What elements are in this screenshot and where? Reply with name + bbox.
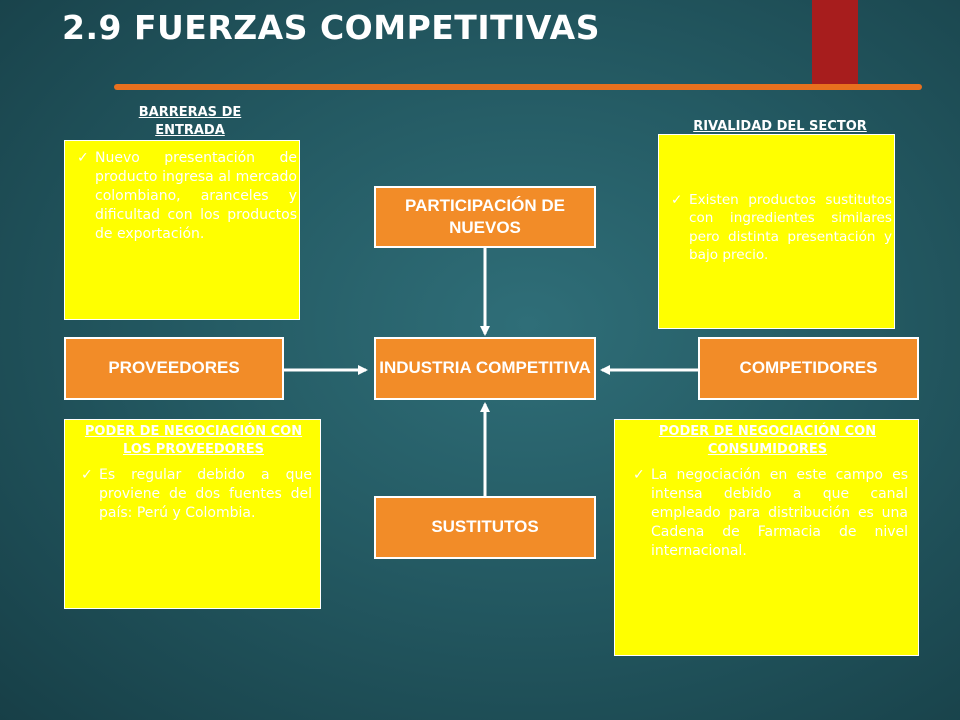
rivalry-bullet: Existen productos sustitutos con ingredi…: [665, 191, 892, 265]
node-proveedores: PROVEEDORES: [64, 337, 284, 400]
red-accent-tab: [812, 0, 858, 88]
title-underline-rule: [114, 84, 922, 90]
node-substitutes-label: SUSTITUTOS: [431, 517, 539, 537]
rivalry-box: Existen productos sustitutos con ingredi…: [658, 134, 895, 329]
barriers-box: Nuevo presentación de producto ingresa a…: [64, 140, 300, 320]
supplier-power-bullet: Es regular debido a que proviene de dos …: [75, 466, 312, 523]
node-competidores: COMPETIDORES: [698, 337, 919, 400]
consumer-power-bullet: La negociación en este campo es intensa …: [627, 466, 908, 561]
node-participacion-de-nuevos: PARTICIPACIÓN DE NUEVOS: [374, 186, 596, 248]
barriers-heading: BARRERAS DE ENTRADA: [138, 105, 242, 138]
node-competitors-label: COMPETIDORES: [739, 358, 878, 378]
node-entrants-label: PARTICIPACIÓN DE NUEVOS: [405, 195, 565, 237]
node-sustitutos: SUSTITUTOS: [374, 496, 596, 559]
node-industria-competitiva: INDUSTRIA COMPETITIVA: [374, 337, 596, 400]
supplier-power-box: PODER DE NEGOCIACIÓN CON LOS PROVEEDORES…: [64, 419, 321, 609]
node-industry-label: INDUSTRIA COMPETITIVA: [379, 358, 591, 378]
node-suppliers-label: PROVEEDORES: [108, 358, 240, 378]
supplier-power-heading: PODER DE NEGOCIACIÓN CON LOS PROVEEDORES: [84, 424, 303, 457]
barriers-bullet: Nuevo presentación de producto ingresa a…: [71, 149, 297, 244]
slide-title: 2.9 FUERZAS COMPETITIVAS: [62, 8, 600, 47]
consumer-power-heading: PODER DE NEGOCIACIÓN CON CONSUMIDORES: [658, 424, 877, 457]
rivalry-heading: RIVALIDAD DEL SECTOR: [693, 119, 867, 134]
consumer-power-box: PODER DE NEGOCIACIÓN CON CONSUMIDORES La…: [614, 419, 919, 656]
